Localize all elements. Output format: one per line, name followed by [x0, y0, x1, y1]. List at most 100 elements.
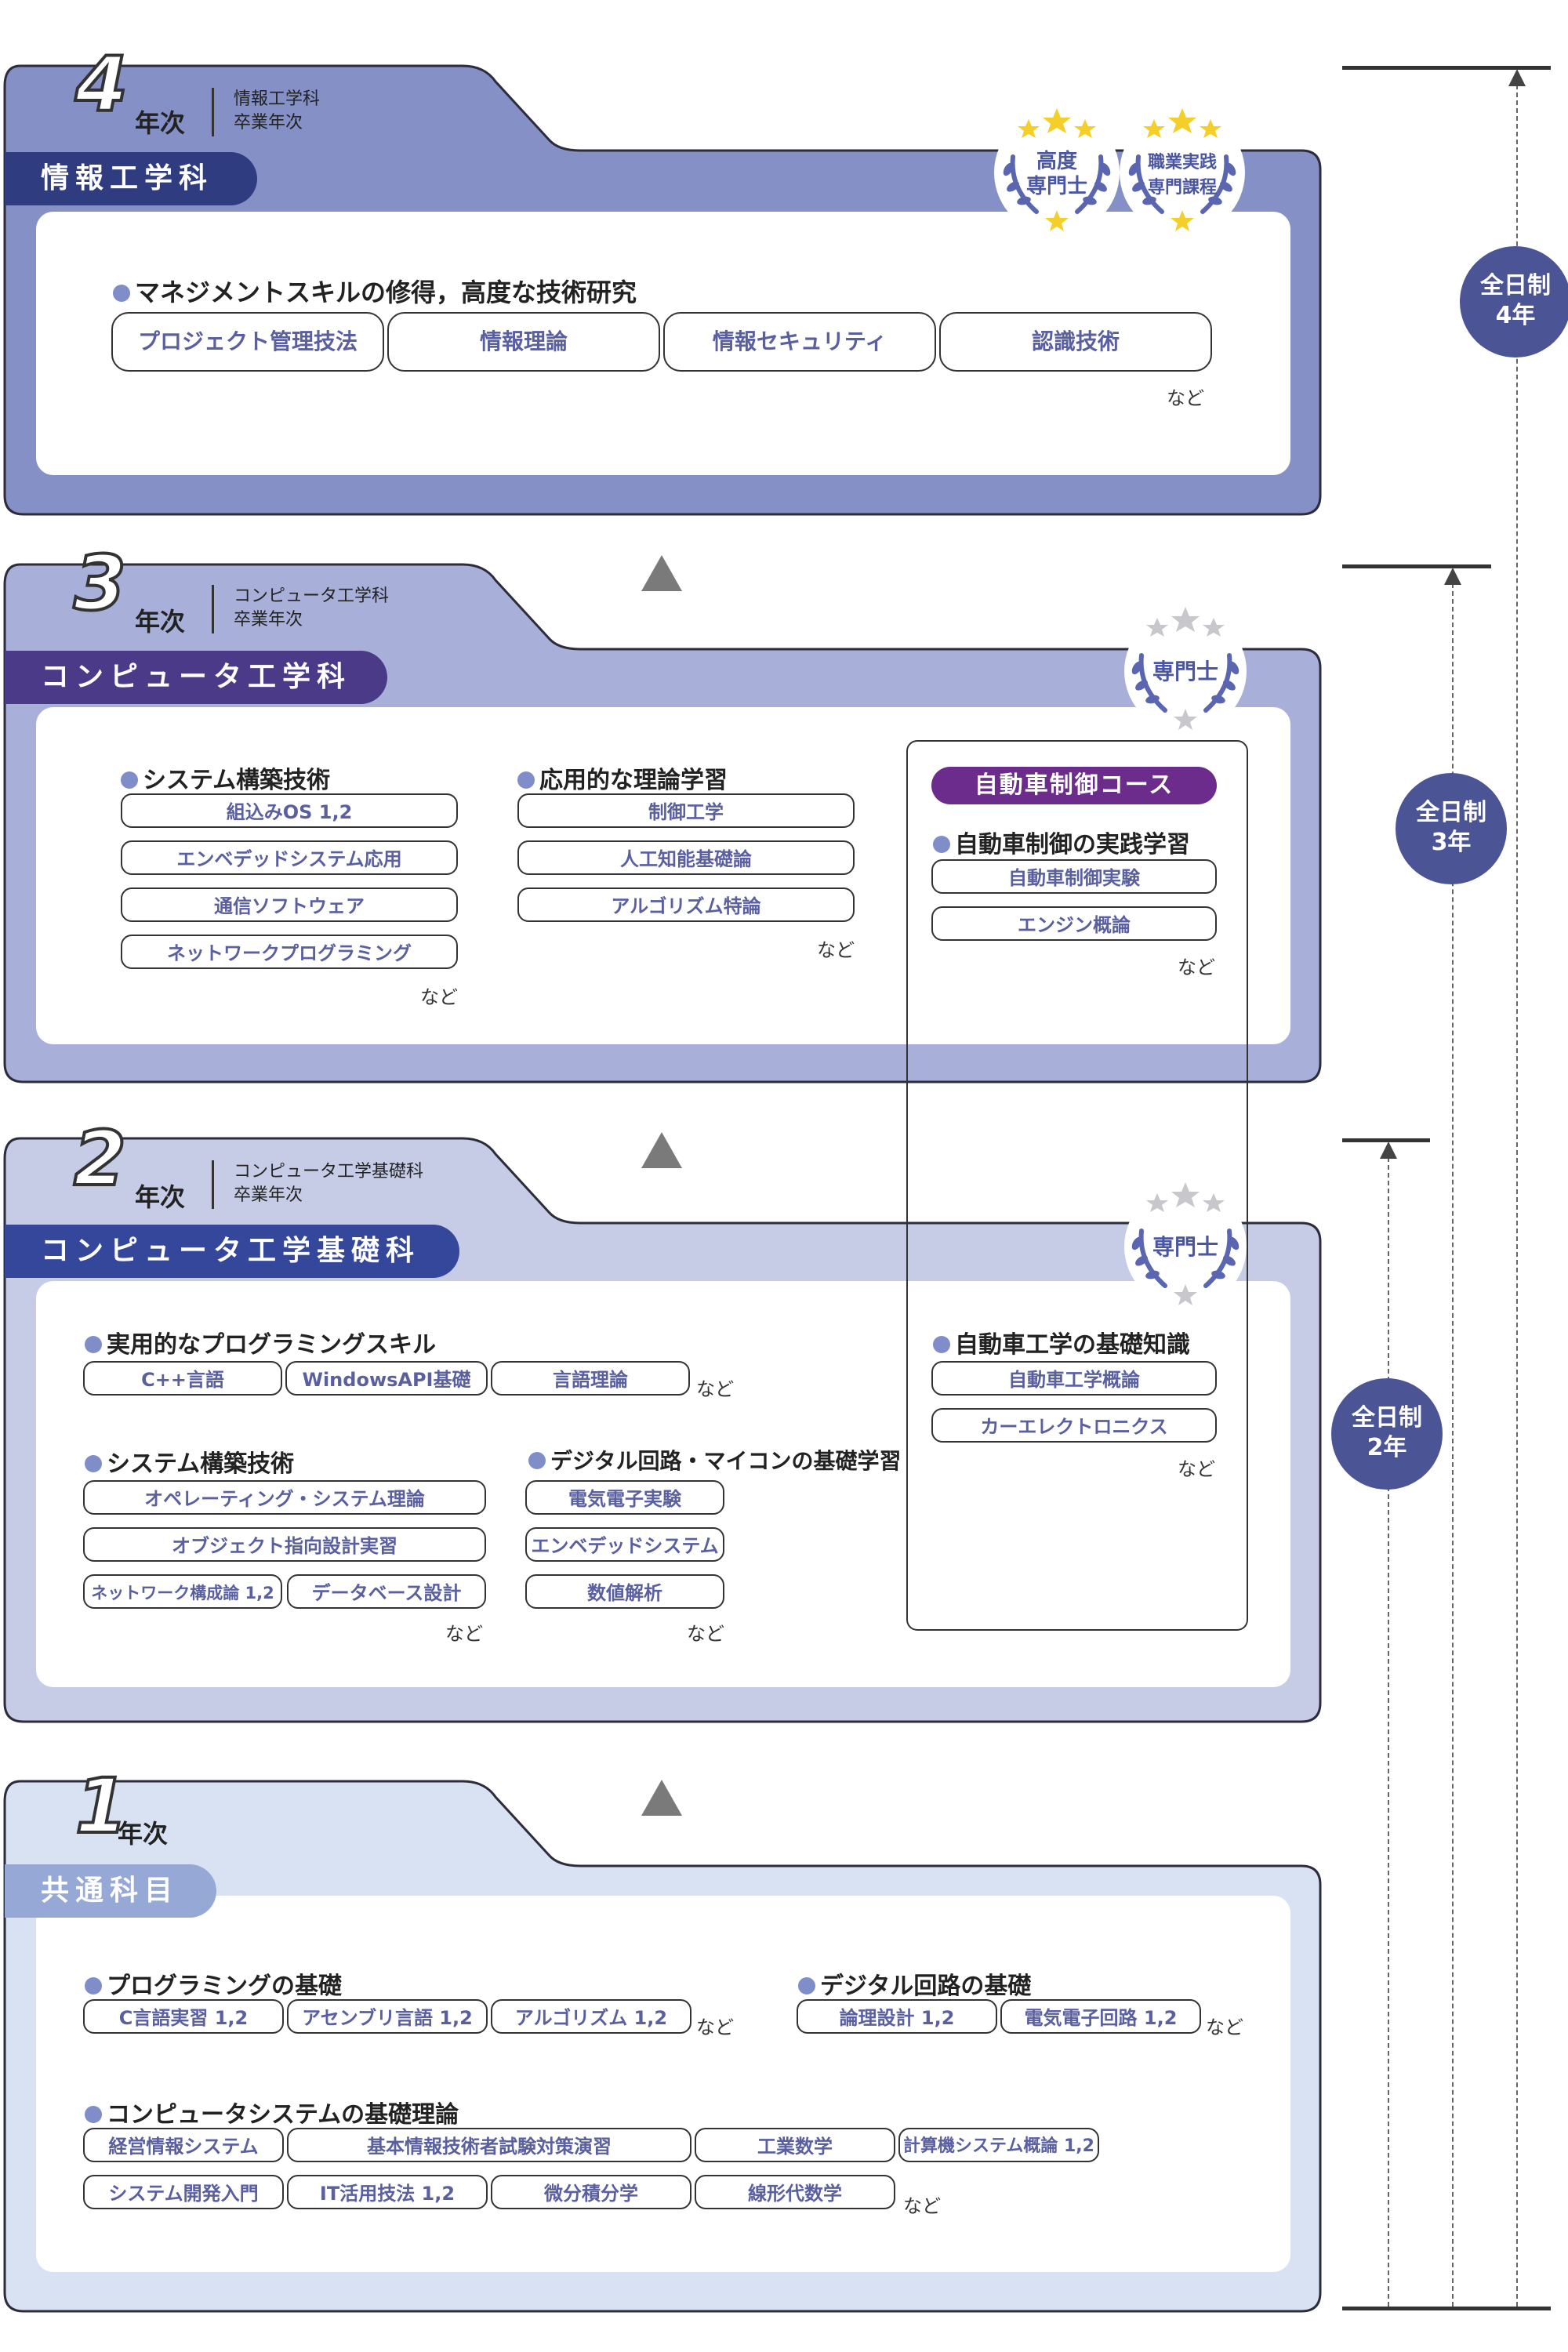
year4-badge2-line2: 専門課程: [1148, 177, 1217, 198]
year1-sec1-heading: プログラミングの基礎: [85, 1966, 342, 2001]
year3-suffix: 年次: [135, 607, 186, 637]
year4-badge-vocational-course: 職業実践 専門課程: [1120, 108, 1245, 235]
scale-dashed-4year: [1516, 85, 1518, 2307]
automotive-course-label: 自動車制御コース: [931, 767, 1217, 804]
year2-note-line2: 卒業年次: [234, 1185, 303, 1205]
year2-sec2-text: システム構築技術: [107, 1450, 295, 1478]
year3-sec1-text: システム構築技術: [143, 767, 331, 794]
year2-sec4-heading: 自動車工学の基礎知識: [933, 1325, 1190, 1359]
year1-sec2-heading: デジタル回路の基礎: [798, 1966, 1031, 2001]
course-chip: アセンブリ言語 1,2: [287, 1999, 488, 2034]
bullet-dot-icon: [798, 1977, 815, 1994]
year2-sec1-text: 実用的なプログラミングスキル: [107, 1331, 436, 1359]
scale-4year-line2: 4年: [1495, 302, 1536, 329]
course-chip: 人工知能基礎論: [517, 840, 855, 875]
course-chip: C言語実習 1,2: [83, 1999, 284, 2034]
year2-sec4-etc: など: [1178, 1458, 1215, 1480]
year3-badge-specialist: 専門士: [1124, 607, 1247, 732]
scale-line-bottom: [1342, 2307, 1551, 2310]
course-chip: 線形代数学: [695, 2175, 895, 2209]
bullet-dot-icon: [85, 2106, 102, 2123]
year4-badge2-line1: 職業実践: [1148, 152, 1217, 172]
course-chip: エンジン概論: [931, 906, 1217, 941]
course-chip: エンベデッドシステム: [525, 1527, 724, 1562]
scale-3year-line1: 全日制: [1416, 799, 1486, 826]
year3-number: 3: [72, 539, 128, 627]
year3-sec2-text: 応用的な理論学習: [539, 767, 728, 794]
progression-up-arrow-icon: [641, 1132, 682, 1168]
course-chip: 組込みOS 1,2: [121, 793, 458, 828]
scale-line-year4-top: [1342, 66, 1551, 70]
course-chip: アルゴリズム特論: [517, 887, 855, 922]
year1-suffix: 年次: [118, 1819, 169, 1849]
course-chip: 経営情報システム: [83, 2128, 284, 2162]
bullet-dot-icon: [85, 1455, 102, 1472]
year1-sec3-heading: コンピュータシステムの基礎理論: [85, 2095, 459, 2129]
year2-sec2-etc: など: [445, 1623, 483, 1645]
year4-suffix: 年次: [135, 108, 186, 138]
bullet-dot-icon: [113, 285, 130, 302]
year3-sec2-heading: 応用的な理論学習: [517, 760, 728, 795]
progression-up-arrow-icon: [641, 1780, 682, 1816]
course-chip: 情報理論: [387, 312, 660, 372]
course-chip: 通信ソフトウェア: [121, 887, 458, 922]
automotive-course-box-lower: [906, 1223, 1248, 1631]
course-chip: データベース設計: [287, 1574, 486, 1609]
course-chip: 工業数学: [695, 2128, 895, 2162]
year1-sec2-text: デジタル回路の基礎: [820, 1973, 1032, 2000]
year3-sec1-heading: システム構築技術: [121, 760, 330, 795]
year2-separator: [212, 1160, 214, 1209]
year2-note-line1: コンピュータ工学基礎科: [234, 1162, 424, 1181]
course-chip: オペレーティング・システム理論: [83, 1480, 486, 1515]
course-chip: IT活用技法 1,2: [287, 2175, 488, 2209]
year2-sec4-text: 自動車工学の基礎知識: [955, 1331, 1190, 1359]
year2-sec3-text: デジタル回路・マイコンの基礎学習: [550, 1448, 902, 1474]
course-chip: プロジェクト管理技法: [111, 312, 384, 372]
bullet-dot-icon: [517, 771, 535, 789]
year2-badge-specialist: 専門士: [1124, 1182, 1247, 1308]
course-chip: C++言語: [83, 1361, 282, 1396]
course-chip: 計算機システム概論 1,2: [898, 2128, 1099, 2162]
year4-badge1-line2: 専門士: [1026, 175, 1087, 198]
year4-badge1-line1: 高度: [1036, 149, 1077, 173]
course-chip: ネットワーク構成論 1,2: [83, 1574, 282, 1609]
year3-badge-text: 専門士: [1152, 659, 1218, 684]
year2-number: 2: [72, 1115, 128, 1203]
year2-note: コンピュータ工学基礎科 卒業年次: [234, 1160, 423, 1207]
year2-sec1-heading: 実用的なプログラミングスキル: [85, 1325, 436, 1359]
year1-sec3-etc: など: [903, 2195, 941, 2217]
course-chip: 認識技術: [939, 312, 1212, 372]
scale-2year-line1: 全日制: [1352, 1404, 1422, 1432]
course-chip: エンベデッドシステム応用: [121, 840, 458, 875]
year2-badge-text: 専門士: [1152, 1234, 1218, 1260]
scale-fulltime-2year: 全日制 2年: [1331, 1378, 1443, 1490]
year4-badge-advanced-specialist: 高度 専門士: [994, 108, 1120, 235]
bullet-dot-icon: [528, 1452, 546, 1469]
year2-sec1-etc: など: [696, 1378, 734, 1400]
year4-etc: など: [1167, 387, 1204, 409]
scale-fulltime-3year: 全日制 3年: [1396, 773, 1507, 884]
progression-up-arrow-icon: [641, 555, 682, 591]
year3-sec2-etc: など: [817, 939, 855, 961]
year2-sec2-heading: システム構築技術: [85, 1444, 294, 1479]
year2-sec3-etc: など: [687, 1623, 724, 1645]
year4-note: 情報工学科 卒業年次: [234, 88, 320, 135]
year3-sec1-etc: など: [420, 986, 458, 1008]
scale-3year-line2: 3年: [1431, 829, 1472, 856]
course-chip: 電気電子回路 1,2: [1000, 1999, 1201, 2034]
scale-dashed-2year: [1388, 1157, 1389, 2307]
course-chip: 電気電子実験: [525, 1480, 724, 1515]
course-chip: 数値解析: [525, 1574, 724, 1609]
year3-note-line1: コンピュータ工学科: [234, 586, 390, 606]
year3-sec3-etc: など: [1178, 956, 1215, 978]
year3-sec3-heading: 自動車制御の実践学習: [933, 825, 1190, 859]
course-chip: 論理設計 1,2: [797, 1999, 997, 2034]
course-chip: カーエレクトロニクス: [931, 1408, 1217, 1443]
scale-2year-line2: 2年: [1367, 1434, 1407, 1461]
year1-sec2-etc: など: [1206, 2016, 1243, 2038]
year1-panel-inner: [36, 1896, 1290, 2272]
scale-fulltime-4year: 全日制 4年: [1460, 246, 1568, 358]
year4-section-text: マネジメントスキルの修得，高度な技術研究: [135, 278, 637, 307]
year1-sec1-text: プログラミングの基礎: [107, 1973, 342, 2000]
bullet-dot-icon: [933, 836, 950, 853]
